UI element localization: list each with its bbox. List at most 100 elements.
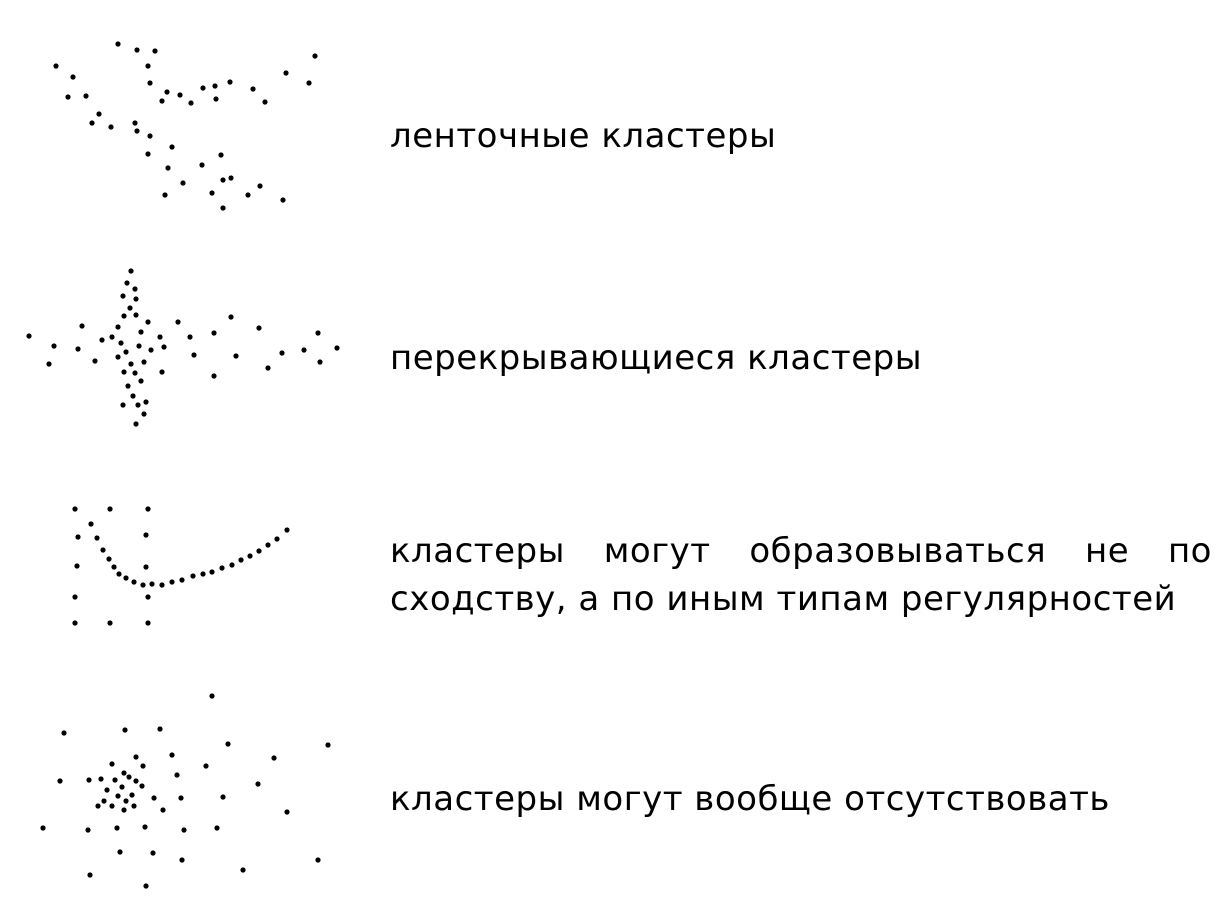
overlap-point: [135, 402, 141, 408]
ribbon-point: [180, 180, 186, 186]
ribbon-point: [65, 94, 71, 100]
none-point: [209, 693, 215, 699]
overlap-point: [141, 359, 147, 365]
none-point: [126, 774, 132, 780]
shape-point: [143, 532, 149, 538]
shape-point: [209, 569, 215, 575]
shape-point: [247, 553, 253, 559]
none-point: [150, 850, 156, 856]
shape-point: [107, 620, 113, 626]
none-point: [87, 872, 93, 878]
shape-point: [145, 506, 151, 512]
none-point: [109, 803, 115, 809]
shape-point: [145, 594, 151, 600]
overlap-point: [109, 334, 115, 340]
overlap-point: [115, 354, 121, 360]
none-point: [142, 824, 148, 830]
overlap-point: [99, 337, 105, 343]
none-point: [86, 777, 92, 783]
none-point: [115, 793, 121, 799]
none-point: [57, 778, 63, 784]
shape-point: [256, 548, 262, 554]
ribbon-point: [165, 165, 171, 171]
none-point: [174, 772, 180, 778]
ribbon-point: [83, 93, 89, 99]
shape-point: [72, 594, 78, 600]
ribbon-point: [115, 41, 121, 47]
none-point: [220, 794, 226, 800]
none-point: [133, 778, 139, 784]
ribbon-point: [283, 70, 289, 76]
overlap-point: [124, 280, 130, 286]
overlap-point: [191, 352, 197, 358]
overlapping-clusters-scatter: [26, 268, 340, 427]
ribbon-point: [199, 162, 205, 168]
shape-point: [265, 542, 271, 548]
none-point: [119, 784, 125, 790]
overlap-point: [123, 349, 129, 355]
shape-point: [106, 556, 112, 562]
overlap-point: [46, 361, 52, 367]
overlap-point: [136, 343, 142, 349]
ribbon-point: [108, 124, 114, 130]
overlap-point: [256, 325, 262, 331]
shape-point: [190, 573, 196, 579]
shape-point: [131, 579, 137, 585]
none-point: [104, 787, 110, 793]
ribbon-point: [200, 85, 206, 91]
shape-point: [100, 547, 106, 553]
none-point: [140, 763, 146, 769]
overlap-point: [127, 305, 133, 311]
ribbon-point: [227, 79, 233, 85]
ribbon-point: [134, 128, 140, 134]
shape-point: [238, 557, 244, 563]
overlap-point: [133, 421, 139, 427]
ribbon-point: [152, 48, 158, 54]
overlap-point: [120, 293, 126, 299]
none-point: [169, 752, 175, 758]
ribbon-point: [280, 197, 286, 203]
ribbon-clusters-row: ленточные кластеры: [0, 0, 1230, 225]
overlap-point: [92, 358, 98, 364]
overlap-point: [301, 347, 307, 353]
none-point: [112, 777, 118, 783]
none-point: [123, 798, 129, 804]
none-point: [143, 883, 149, 889]
none-point: [101, 798, 107, 804]
ribbon-clusters-scatter: [53, 41, 318, 211]
no-clusters-scatter: [40, 693, 331, 889]
none-point: [122, 727, 128, 733]
overlap-point: [120, 402, 126, 408]
none-point: [114, 825, 120, 831]
shape-point: [284, 527, 290, 533]
overlap-point: [233, 353, 239, 359]
overlap-point: [26, 333, 32, 339]
shape-point: [75, 534, 81, 540]
none-point: [129, 792, 135, 798]
none-point: [121, 770, 127, 776]
shape-point: [140, 582, 146, 588]
overlap-point: [228, 314, 234, 320]
none-point: [240, 867, 246, 873]
none-point: [95, 803, 101, 809]
ribbon-point: [218, 152, 224, 158]
ribbon-point: [159, 98, 165, 104]
ribbon-point: [164, 89, 170, 95]
none-point: [98, 776, 104, 782]
shape-point: [94, 535, 100, 541]
ribbon-point: [147, 80, 153, 86]
none-point: [131, 803, 137, 809]
shape-point: [74, 563, 80, 569]
shape-point: [143, 564, 149, 570]
overlap-point: [79, 323, 85, 329]
shape-point: [169, 579, 175, 585]
overlap-point: [121, 369, 127, 375]
none-point: [214, 825, 220, 831]
ribbon-point: [220, 177, 226, 183]
ribbon-clusters-label: ленточные кластеры: [390, 116, 777, 156]
ribbon-point: [96, 111, 102, 117]
shape-point: [159, 582, 165, 588]
ribbon-point: [209, 190, 215, 196]
overlap-point: [157, 334, 163, 340]
none-point: [315, 857, 321, 863]
